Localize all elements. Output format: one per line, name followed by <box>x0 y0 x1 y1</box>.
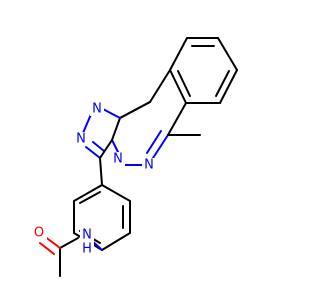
atom-n-bridge: N <box>113 152 123 167</box>
benzo-ring <box>169 37 238 104</box>
atom-n-pyridazine: N <box>144 158 154 173</box>
atom-o-carbonyl: O <box>34 226 44 241</box>
molecule-drawing: N N N N N H O <box>31 37 238 277</box>
atom-h-amide: H <box>82 242 92 257</box>
atom-n-amide: N <box>82 228 92 243</box>
para-phenylene-ring <box>73 157 131 251</box>
atom-n-triazole-left: N <box>76 132 86 147</box>
structure-canvas: N N N N N H O <box>31 37 238 277</box>
atom-labels: N N N N N H O <box>31 102 156 257</box>
atom-n-triazole-top: N <box>92 102 102 117</box>
pyridazine-ring <box>111 69 187 166</box>
